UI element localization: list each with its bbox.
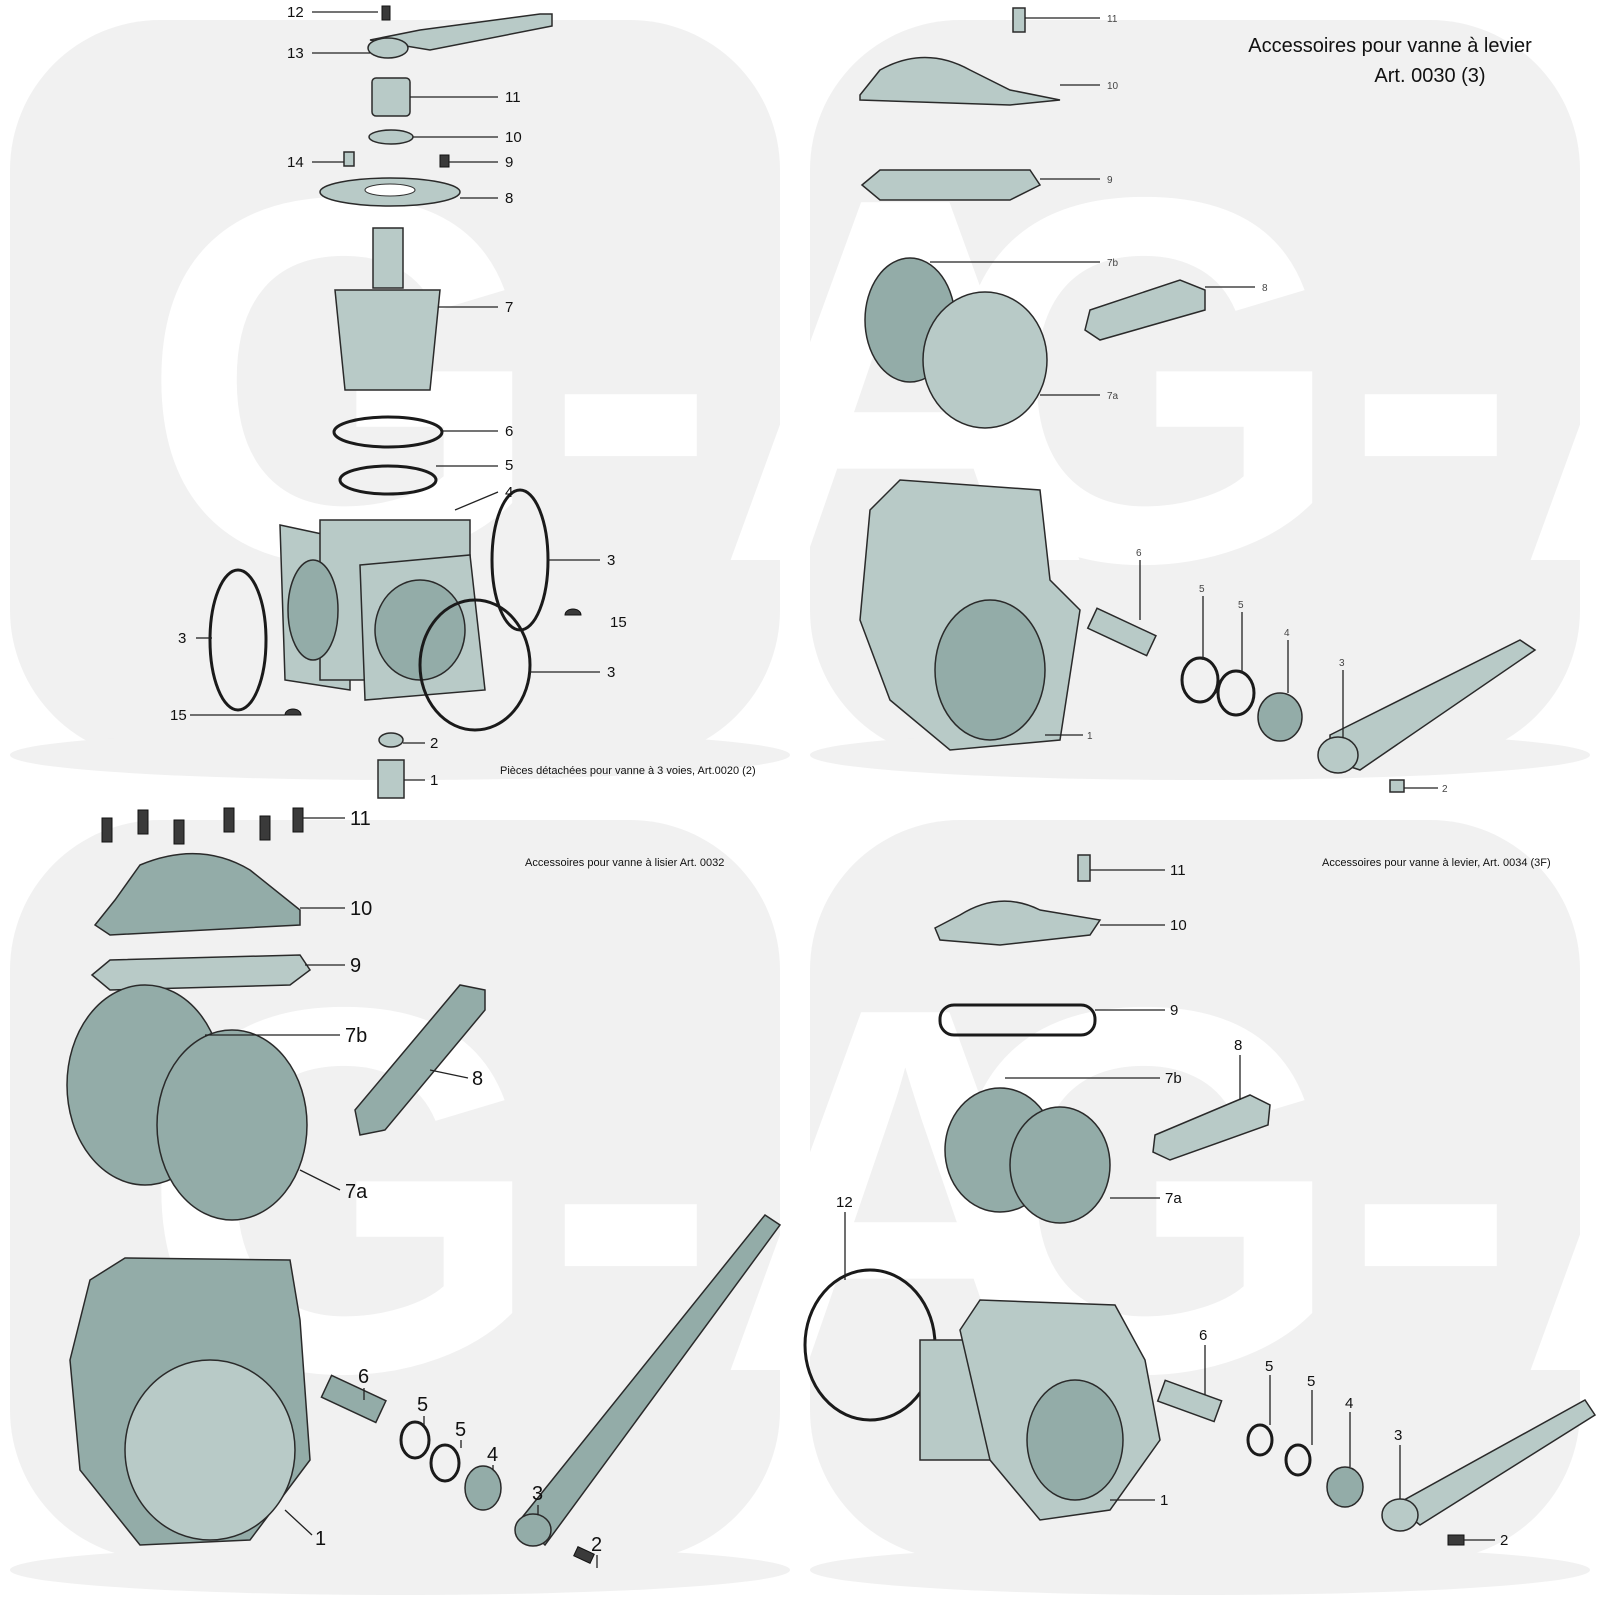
part-number-label: 6	[1199, 1327, 1207, 1344]
part-number-label: 15	[170, 707, 187, 724]
part-number-label: 7a	[1107, 391, 1119, 402]
part-number-label: 5	[1265, 1358, 1273, 1375]
panel-slurry-valve-0032: 11 10 9 7b 8 7a 6 5 5 4 3 2 1 Accessoire…	[66, 807, 782, 1568]
subtitle: Art. 0030 (3)	[1374, 65, 1485, 87]
part-number-label: 5	[455, 1419, 466, 1441]
part-number-label: 3	[1339, 658, 1345, 669]
part-number-label: 5	[417, 1394, 428, 1416]
title: Accessoires pour vanne à levier	[1248, 35, 1532, 57]
callouts: 11 10 9 8 7b 7a 12 6 5 5 4 3 1 2	[836, 862, 1508, 1549]
part-number-label: 11	[1170, 862, 1186, 879]
part-number-label: 8	[472, 1068, 483, 1090]
callouts: 11 10 9 7b 8 7a 6 5 5 4 3 2 1	[205, 808, 602, 1568]
panel-3-way-valve: 12 13 11 10 14 9 8 7 6 5 4 3 3 15 3 15 2…	[170, 4, 756, 799]
part-number-label: 8	[505, 190, 513, 207]
caption: Accessoires pour vanne à levier, Art. 00…	[1322, 857, 1551, 869]
part-number-label: 4	[1345, 1395, 1353, 1412]
panel-lever-valve-0034: 11 10 9 8 7b 7a 12 6 5 5 4 3 1 2 Accesso…	[803, 854, 1597, 1549]
part-number-label: 5	[505, 457, 513, 474]
part-number-label: 15	[610, 614, 627, 631]
part-number-label: 7b	[1165, 1070, 1182, 1087]
part-number-label: 1	[1160, 1492, 1168, 1509]
callouts: 12 13 11 10 14 9 8 7 6 5 4 3 3 15 3 15 2…	[170, 4, 627, 789]
part-number-label: 5	[1199, 584, 1205, 595]
part-number-label: 11	[505, 89, 521, 106]
part-number-label: 9	[505, 154, 513, 171]
part-number-label: 6	[1136, 548, 1142, 559]
part-number-label: 2	[591, 1534, 602, 1556]
part-number-label: 2	[1500, 1532, 1508, 1549]
part-number-label: 4	[487, 1444, 498, 1466]
part-number-label: 8	[1262, 283, 1268, 294]
part-number-label: 4	[505, 484, 513, 501]
part-number-label: 8	[1234, 1037, 1242, 1054]
part-number-label: 7b	[1107, 258, 1119, 269]
part-number-label: 7	[505, 299, 513, 316]
part-number-label: 9	[1107, 175, 1113, 186]
part-number-label: 7b	[345, 1025, 367, 1047]
part-number-label: 12	[287, 4, 304, 21]
part-number-label: 11	[1107, 14, 1118, 25]
part-number-label: 5	[1238, 600, 1244, 611]
part-number-label: 3	[1394, 1427, 1402, 1444]
part-number-label: 2	[1442, 784, 1448, 795]
part-number-label: 3	[532, 1483, 543, 1505]
part-number-label: 10	[350, 898, 372, 920]
part-number-label: 7a	[345, 1181, 368, 1203]
part-number-label: 1	[1087, 731, 1093, 742]
part-number-label: 10	[1107, 81, 1119, 92]
part-number-label: 10	[505, 129, 522, 146]
callouts: 11 10 9 7b 8 7a 6 5 5 4 3 1 2	[930, 14, 1448, 795]
part-number-label: 10	[1170, 917, 1187, 934]
part-number-label: 1	[430, 772, 438, 789]
panel-lever-valve-0030: 11 10 9 7b 8 7a 6 5 5 4 3 1 2 Accessoire…	[859, 7, 1537, 795]
part-number-label: 5	[1307, 1373, 1315, 1390]
caption: Pièces détachées pour vanne à 3 voies, A…	[500, 765, 756, 777]
part-number-label: 6	[358, 1366, 369, 1388]
part-number-label: 9	[350, 955, 361, 977]
part-number-label: 3	[178, 630, 186, 647]
part-number-label: 4	[1284, 628, 1290, 639]
part-number-label: 13	[287, 45, 304, 62]
part-number-label: 1	[315, 1528, 326, 1550]
part-number-label: 3	[607, 552, 615, 569]
part-number-label: 2	[430, 735, 438, 752]
part-number-label: 14	[287, 154, 304, 171]
part-number-label: 6	[505, 423, 513, 440]
part-number-label: 12	[836, 1194, 853, 1211]
caption: Accessoires pour vanne à lisier Art. 003…	[525, 857, 724, 869]
part-number-label: 9	[1170, 1002, 1178, 1019]
part-number-label: 11	[350, 808, 371, 830]
part-number-label: 3	[607, 664, 615, 681]
part-number-label: 7a	[1165, 1190, 1182, 1207]
